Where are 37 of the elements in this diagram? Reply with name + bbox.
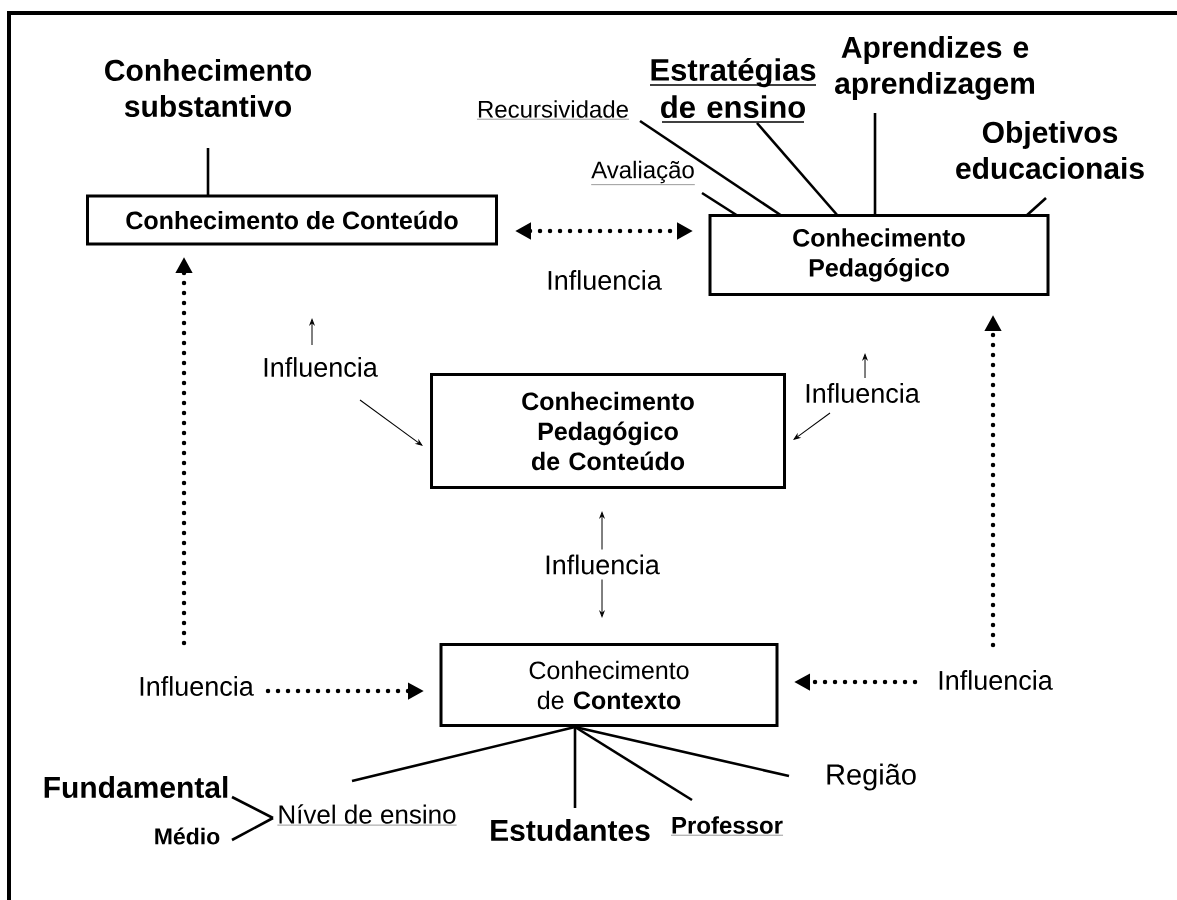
topic-label: Recursividade (476, 100, 630, 120)
topic-label: Influencia (140, 676, 254, 696)
connector-line (574, 725, 790, 778)
topic-label: Influencia (939, 670, 1053, 690)
connector-line (1025, 197, 1047, 217)
connector-line (701, 191, 739, 218)
topic-label: Professor (670, 816, 784, 836)
topic-label: Influencia (264, 357, 378, 377)
concept-box: Conhecimento de Contexto (439, 643, 779, 727)
connector-line (206, 148, 210, 196)
connector-line (231, 816, 274, 842)
topic-label: Fundamental (44, 776, 228, 799)
arrow (359, 399, 423, 446)
topic-label: Objetivos educacionais (956, 121, 1144, 179)
concept-box: Conhecimento Pedagógico de Conteúdo (430, 373, 786, 489)
topic-label: Médio (155, 827, 220, 845)
topic-label: Influencia (806, 383, 920, 403)
topic-label: Nível de ensino (277, 804, 457, 826)
topic-label: Aprendizes e aprendizagem (835, 35, 1034, 101)
connector-line (231, 795, 274, 820)
edge-label: Influencia (541, 549, 663, 580)
concept-box: Conhecimento Pedagógico (708, 214, 1050, 296)
topic-label: Região (827, 763, 916, 791)
arrow (862, 353, 868, 379)
connector-line (873, 113, 877, 216)
edge-label: Influencia (543, 265, 665, 295)
concept-box: Conhecimento de Conteúdo (86, 194, 498, 246)
topic-label: Estudantes (491, 819, 650, 842)
topic-label: Avaliação (591, 160, 696, 185)
connector-line (756, 122, 839, 217)
topic-label: Conhecimento substantivo (105, 59, 311, 117)
arrow (309, 318, 315, 346)
topic-label: Estratégias de ensino (649, 57, 817, 123)
arrow (793, 412, 831, 440)
connector-line (351, 725, 576, 783)
connector-line (573, 727, 577, 808)
connector-line (574, 725, 693, 802)
